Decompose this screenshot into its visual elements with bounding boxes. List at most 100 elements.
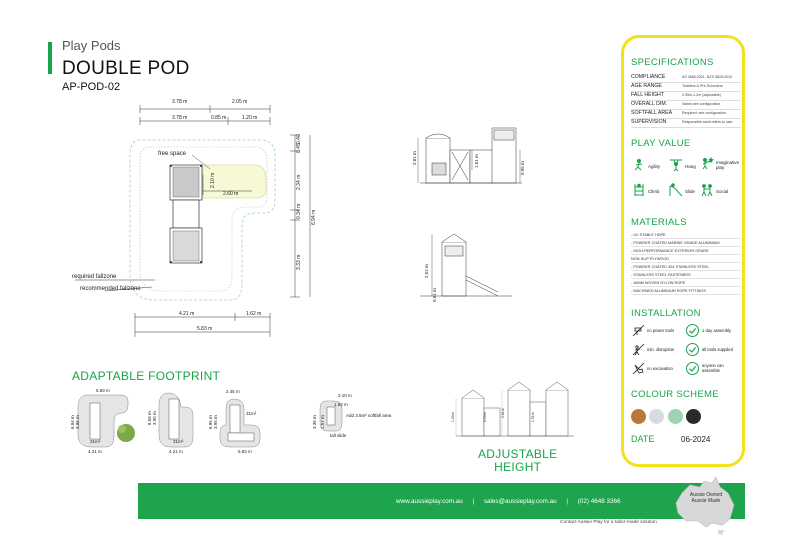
fp1-height-1: 6.94 m [70, 415, 75, 429]
plan-dim-right-5: 3.33 m [296, 255, 302, 270]
page-title: DOUBLE POD [62, 58, 190, 79]
footprint-option-3: 2.45 m 6.95 m 3.95 m 31m² 5.83 m [208, 389, 261, 454]
footer-website[interactable]: www.aussieplay.com.au [396, 498, 463, 505]
addon-note: Add 3.5m² softfall area [346, 413, 392, 418]
material-item: - POWDER COATED 304 STAINLESS STEEL [631, 263, 741, 272]
plan-dim-mid-left: 3.78 m [172, 115, 187, 121]
plan-dim-inner-1: 2.10 m [210, 173, 216, 188]
addon-h1: 3.36 m [312, 415, 317, 429]
addon-top: 2.10 m [338, 393, 352, 398]
plan-dim-top-right: 2.05 m [232, 99, 247, 105]
install-one-day: 1 day assembly [702, 328, 732, 333]
install-no-power-tools: no power tools [647, 328, 675, 333]
product-code: AP-POD-02 [62, 81, 121, 93]
no-power-tools-icon [632, 324, 645, 337]
plan-dim-right-1: 0.40 [296, 134, 302, 144]
material-item: - POWDER COATED MARINE GRADE ALUMINIUM [631, 239, 741, 248]
brand-label: Play Pods [62, 38, 121, 53]
plan-dim-mid-center: 0.85 m [211, 115, 226, 121]
plan-dim-right-3: 2.34 m [296, 175, 302, 190]
installation-heading: INSTALLATION [631, 308, 701, 319]
adj-dim-4: 1.51m [531, 412, 535, 422]
material-item: - UV STABLE HDPE [631, 231, 741, 240]
adj-dim-2: 0.95m [483, 412, 487, 422]
addon-slide-label: tall slide [330, 433, 347, 438]
install-no-excavation: no excavation [647, 366, 673, 371]
fp1-base: 4.21 m [88, 449, 102, 454]
play-value-climb: Climb [648, 189, 660, 194]
front-dim-1: 2.81 m [412, 151, 417, 165]
footer-contacts: www.aussieplay.com.au | sales@aussieplay… [396, 498, 621, 505]
social-icon [701, 184, 713, 197]
adaptable-footprint-heading: ADAPTABLE FOOTPRINT [72, 369, 221, 383]
material-item: - STAINLESS STEEL FASTENERS [631, 271, 741, 280]
australia-map-icon [675, 476, 735, 535]
hang-icon [670, 159, 682, 172]
play-value-hang: Hang [685, 164, 696, 169]
fp3-area: 31m² [246, 411, 257, 416]
fp2-height-2: 3.95 m [152, 411, 157, 425]
plan-dim-right-4: 0.34 m [296, 204, 302, 219]
install-tools-supplied: all tools supplied [702, 347, 733, 352]
plan-dim-right-total: 6.94 m [311, 210, 317, 225]
material-item: - 16MM WOVEN NYLON ROPE [631, 279, 741, 288]
plan-dim-mid-right: 1.20 m [242, 115, 257, 121]
footer-phone[interactable]: (02) 4648 3366 [577, 498, 621, 505]
climb-icon [634, 183, 644, 196]
min-disruption-icon [632, 343, 645, 356]
footprint-option-2: 8.56 m 3.95 m 31m² 4.21 m [147, 392, 194, 454]
material-item: - MACHINED ALUMINIUM ROPE FITTINGS [631, 287, 741, 296]
footer-tagline: Contact Aussie Play for a tailor-made so… [560, 520, 657, 525]
install-min-disruption: min. disruption [647, 347, 675, 352]
fp1-width: 5.83 m [96, 388, 110, 393]
addon-mid: 1.62 m [334, 402, 348, 407]
colour-swatch [649, 409, 664, 424]
specifications-heading: SPECIFICATIONS [631, 57, 714, 68]
front-dim-3: 0.95 m [520, 161, 525, 175]
fp2-base: 4.21 m [169, 449, 183, 454]
colour-swatch [631, 409, 646, 424]
aussie-badge-text: Aussie Owned Aussie Made [689, 492, 723, 504]
required-fallzone-outline [139, 146, 268, 292]
plan-dim-top-left: 3.78 m [172, 99, 187, 105]
recommended-fallzone-outline [129, 139, 276, 301]
slide-icon [669, 183, 683, 197]
plan-dim-right-2: 0.45 [296, 143, 302, 153]
front-dim-2: 1.51 m [474, 154, 479, 168]
play-value-heading: PLAY VALUE [631, 138, 691, 149]
play-value-slide: Slide [685, 189, 696, 194]
plan-dim-bottom-2: 1.62 m [246, 311, 261, 317]
adjustable-height-drawing: 1.20m 0.95m 2.81m 1.51m [451, 381, 574, 437]
side-dim-2: 0.61 m [432, 288, 437, 302]
plan-drawing: 3.78 m 2.05 m 3.78 m 0.85 m 1.20 m 0.40 … [72, 99, 317, 337]
free-space-zone [202, 164, 267, 199]
fp3-height-2: 3.95 m [213, 415, 218, 429]
material-item: - HIGH-PERFORMANCE EXTERIOR GRADE [631, 247, 741, 256]
material-item: NON-SLIP PLYWOOD [631, 255, 741, 264]
fp3-top: 2.45 m [226, 389, 240, 394]
plan-dim-bottom-total: 5.83 m [197, 326, 212, 332]
footer-bar: www.aussieplay.com.au | sales@aussieplay… [138, 483, 745, 519]
check-icon [686, 343, 699, 356]
fp2-area: 31m² [173, 439, 184, 444]
fp1-area: 31m² [90, 439, 101, 444]
fp2-height-1: 8.56 m [147, 411, 152, 425]
play-value-agility: Agility [648, 164, 661, 169]
title-accent-bar [48, 42, 52, 74]
footer-email[interactable]: sales@aussieplay.com.au [483, 498, 557, 505]
fp1-height-2: 3.95 m [75, 415, 80, 429]
required-fallzone-label: required fallzone [72, 274, 117, 280]
imaginative-play-icon [702, 157, 714, 170]
side-dim-1: 2.52 m [424, 264, 429, 278]
plan-dim-inner-2: 2.60 m [223, 191, 238, 197]
no-excavation-icon [632, 362, 645, 375]
adj-dim-3: 2.81m [501, 408, 505, 418]
plan-dim-bottom-1: 4.21 m [179, 311, 194, 317]
date-value: 06-2024 [681, 435, 711, 444]
check-icon [686, 324, 699, 337]
